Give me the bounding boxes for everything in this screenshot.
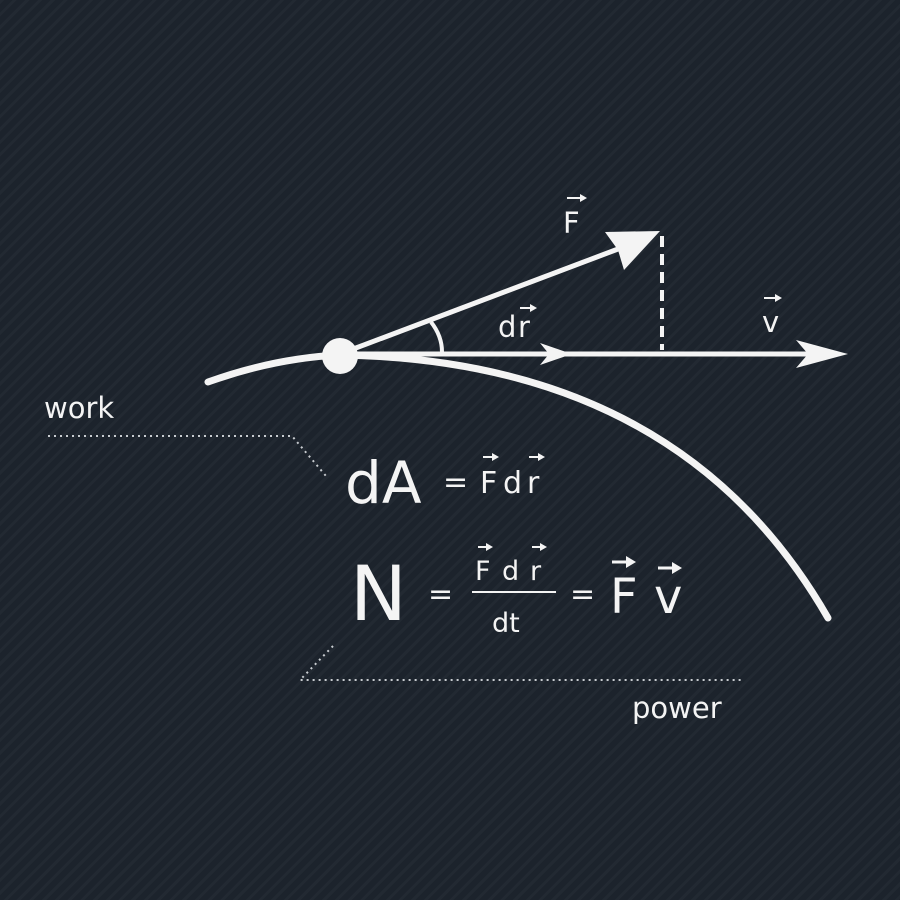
work-formula-r-arrowhead-icon (538, 453, 545, 461)
displacement-label-r: r (518, 310, 530, 344)
power-numerator-r: r (530, 556, 542, 587)
particle-point (322, 338, 358, 374)
velocity-label: v (762, 305, 779, 339)
force-label-arrowhead-icon (580, 194, 587, 202)
work-dotted-leader (48, 435, 327, 477)
force-vector-arrowhead (605, 231, 660, 270)
work-formula-lhs: dA (345, 449, 422, 517)
force-vector-line (339, 243, 627, 357)
power-label: power (632, 691, 722, 725)
work-formula-force: F (480, 466, 497, 501)
power-numerator-force-arrowhead-icon (486, 543, 493, 551)
work-formula-d: d (503, 466, 522, 501)
work-label: work (44, 391, 114, 425)
power-dotted-leader (297, 645, 742, 681)
power-result-force-arrowhead-icon (626, 556, 636, 568)
power-result-velocity: v (654, 569, 682, 625)
power-numerator-d: d (502, 556, 519, 587)
power-result-velocity-arrowhead-icon (672, 562, 682, 574)
power-formula-lhs: N (350, 549, 407, 638)
force-label: F (563, 206, 580, 240)
work-formula-equals: = (443, 465, 468, 500)
angle-arc (429, 320, 444, 353)
displacement-vector-arrowhead (540, 343, 572, 365)
power-numerator-force: F (475, 556, 491, 587)
velocity-vector-arrowhead (796, 340, 848, 368)
power-numerator-r-arrowhead-icon (540, 543, 547, 551)
work-formula-force-arrowhead-icon (492, 453, 499, 461)
power-result-force: F (610, 569, 638, 625)
trajectory-curve-outgoing (336, 351, 832, 622)
trajectory-curve-incoming (204, 351, 344, 386)
displacement-label-d: d (498, 310, 516, 344)
power-formula-equals-2: = (570, 577, 595, 612)
displacement-label-arrowhead-icon (530, 304, 537, 312)
power-formula-equals-1: = (428, 577, 453, 612)
work-formula-r: r (527, 466, 540, 501)
power-denominator: dt (492, 608, 520, 639)
velocity-label-arrowhead-icon (775, 294, 782, 302)
